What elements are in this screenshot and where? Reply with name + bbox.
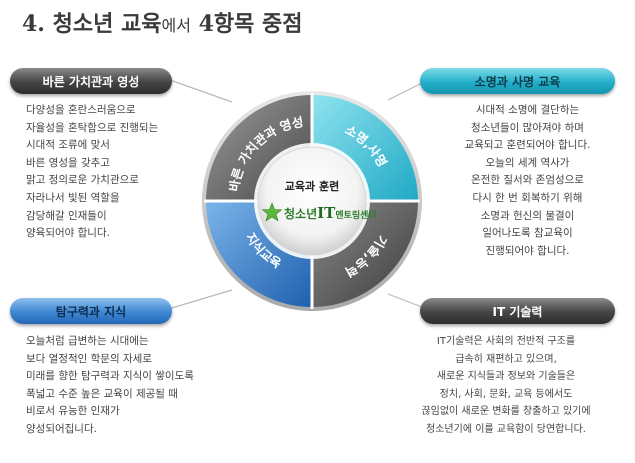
desc-line: 시대적 조류에 맞서 (26, 139, 110, 152)
desc-line: 소명과 헌신의 물결이 (480, 209, 575, 222)
center-circle (257, 146, 367, 256)
desc-line: 새로운 지식들과 정보와 기술들은 (436, 371, 576, 383)
pill-inquiry: 탐구력과 지식 (10, 298, 172, 324)
pill-it: IT 기술력 (420, 298, 615, 324)
desc-line: 양성되어집니다. (26, 422, 97, 435)
desc-line: 다시 한 번 회복하기 위해 (472, 191, 583, 204)
desc-line: 오늘처럼 급변하는 시대에는 (26, 335, 149, 347)
desc-line: 바른 영성을 갖추고 (26, 156, 110, 169)
desc-line: 다양성을 혼란스러움으로 (26, 104, 136, 116)
desc-line: 맑고 정의로운 가치관으로 (26, 174, 139, 187)
desc-line: 온전한 질서와 존엄성으로 (471, 174, 584, 187)
logo: 청소년IT멘토링센터 (261, 202, 377, 222)
center-title: 교육과 훈련 (285, 179, 339, 193)
desc-line: 청소년들이 많아져야 하며 (471, 121, 584, 134)
desc-line: 감당해갈 인재들이 (26, 209, 107, 222)
page-title: 4. 청소년 교육에서 4항목 중점 (22, 11, 303, 37)
desc-line: 진행되어야 합니다. (485, 244, 570, 257)
desc-line: 미래를 향한 탐구력과 지식이 쌓이도록 (26, 370, 194, 383)
desc-line: 급속히 재편하고 있으며, (455, 353, 557, 365)
desc-line: 교육되고 훈련되어야 합니다. (464, 139, 591, 152)
desc-line: 보다 열정적인 학문의 자세로 (26, 352, 152, 365)
desc-line: 비로서 유능한 인재가 (26, 405, 120, 418)
desc-line: 양육되어야 합니다. (26, 227, 110, 240)
desc-line: 폭넓고 수준 높은 교육이 제공될 때 (26, 387, 178, 400)
desc-line: 일어나도록 참교육이 (482, 227, 573, 240)
desc-line: 끊임없이 새로운 변화를 창출하고 있기에 (421, 406, 591, 418)
desc-line: IT기술력은 사회의 전반적 구조를 (436, 336, 576, 347)
desc-line: 청소년기에 이를 교육함이 당연합니다. (426, 423, 586, 435)
desc-values: 다양성을 혼란스러움으로 자율성을 혼탁함으로 진행되는 시대적 조류에 맞서 … (26, 102, 158, 243)
logo-text: 청소년IT멘토링센터 (284, 204, 377, 222)
desc-inquiry: 오늘처럼 급변하는 시대에는 보다 열정적인 학문의 자세로 미래를 향한 탐구… (26, 333, 194, 439)
desc-line: 오늘의 세계 역사가 (485, 156, 570, 169)
desc-it: IT기술력은 사회의 전반적 구조를 급속히 재편하고 있으며, 새로운 지식들… (392, 333, 620, 439)
desc-mission: 시대적 소명에 결단하는 청소년들이 많아져야 하며 교육되고 훈련되어야 합니… (440, 102, 615, 260)
pill-values: 바른 가치관과 영성 (10, 68, 172, 94)
desc-line: 자율성을 혼탁함으로 진행되는 (26, 121, 159, 134)
desc-line: 시대적 소명에 결단하는 (475, 104, 580, 116)
pill-mission: 소명과 사명 교육 (420, 68, 615, 94)
star-icon (261, 202, 283, 222)
desc-line: 정치, 사회, 문화, 교육 등에서도 (439, 388, 573, 400)
desc-line: 자라나서 빛된 역할을 (26, 191, 120, 204)
